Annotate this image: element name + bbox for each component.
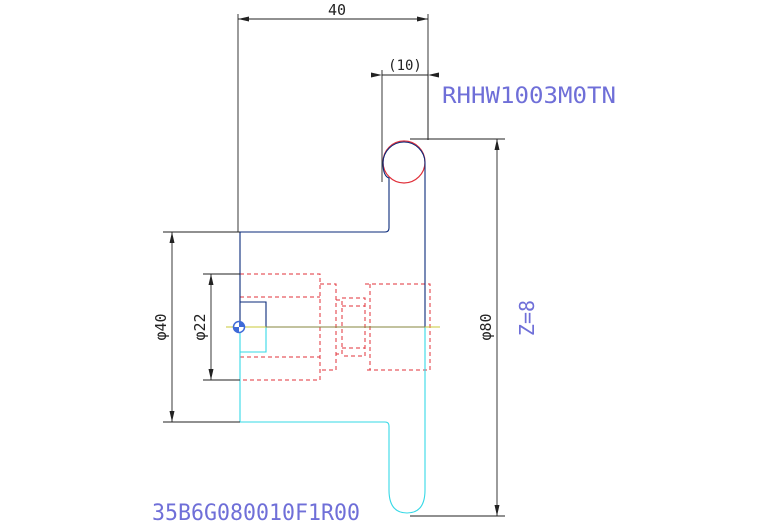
dim-outer-diameter: φ80 (477, 313, 495, 340)
dim-tip-width: (10) (388, 58, 422, 74)
teeth-count: Z=8 (515, 300, 539, 336)
upper-outline (239, 141, 426, 327)
hidden-lines (240, 140, 431, 381)
lower-outline (239, 327, 426, 514)
part-number-top: RHHW1003M0TN (442, 84, 616, 109)
origin-marker-icon (232, 320, 246, 334)
dimension-lines (163, 14, 505, 517)
part-number-bottom: 35B6G080010F1R00 (152, 501, 360, 523)
dim-hub-diameter: φ40 (152, 313, 170, 340)
dimension-arrows (169, 16, 500, 516)
dim-bore-diameter: φ22 (191, 313, 209, 340)
dim-overall-width: 40 (328, 1, 346, 19)
